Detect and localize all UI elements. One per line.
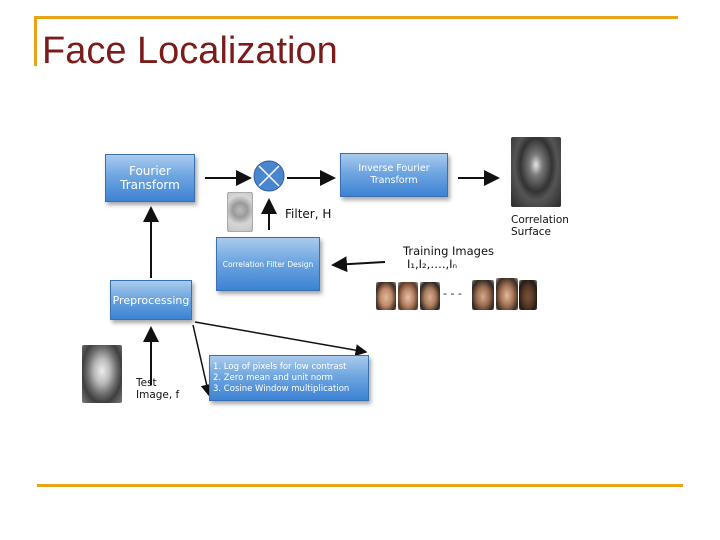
inverse-fourier-transform-box: Inverse Fourier Transform bbox=[340, 153, 448, 197]
arrow-preprocessing-to-steps-bottom bbox=[192, 324, 213, 397]
training-face-2 bbox=[398, 282, 418, 310]
test-image-line2: Image, f bbox=[136, 389, 180, 401]
top-accent-rule bbox=[34, 16, 678, 19]
preprocessing-label: Preprocessing bbox=[112, 293, 190, 307]
bottom-accent-rule bbox=[37, 484, 683, 487]
filter-label: Filter, H bbox=[285, 207, 332, 221]
arrow-training-to-filter-design bbox=[331, 256, 386, 273]
correlation-surface-line2: Surface bbox=[511, 226, 552, 238]
fourier-transform-box: Fourier Transform bbox=[105, 154, 195, 202]
training-ellipsis: - - - bbox=[443, 287, 462, 300]
fourier-transform-line1: Fourier bbox=[128, 164, 171, 178]
inverse-fourier-line1: Inverse Fourier bbox=[358, 163, 430, 174]
training-images-line1: Training Images bbox=[403, 244, 495, 258]
preprocessing-steps-box: 1. Log of pixels for low contrast 2. Zer… bbox=[209, 355, 369, 401]
correlation-surface-line1: Correlation bbox=[511, 214, 569, 226]
correlation-surface-image bbox=[511, 137, 561, 207]
training-face-1 bbox=[376, 282, 396, 310]
training-face-5 bbox=[496, 278, 518, 310]
step-1: 1. Log of pixels for low contrast bbox=[213, 361, 347, 372]
correlation-surface-label: Correlation Surface bbox=[511, 214, 569, 238]
correlation-filter-design-box: Correlation Filter Design bbox=[216, 237, 320, 291]
inverse-fourier-line2: Transform bbox=[370, 175, 418, 186]
slide-title: Face Localization bbox=[42, 30, 338, 72]
filter-image bbox=[227, 192, 253, 232]
fourier-transform-line2: Transform bbox=[120, 178, 180, 192]
test-image-label: Test Image, f bbox=[136, 377, 179, 401]
arrow-preprocessing-to-steps-top bbox=[194, 321, 368, 357]
step-2: 2. Zero mean and unit norm bbox=[213, 372, 333, 383]
test-image-line1: Test bbox=[136, 377, 157, 389]
left-accent-rule bbox=[34, 16, 37, 66]
training-images-line2: I₁,I₂,….,Iₙ bbox=[407, 257, 458, 271]
training-face-3 bbox=[420, 282, 440, 310]
step-3: 3. Cosine Window multiplication bbox=[213, 383, 350, 394]
training-face-6 bbox=[519, 280, 537, 310]
multiply-node-icon bbox=[253, 160, 285, 192]
test-face-image bbox=[82, 345, 122, 403]
training-face-4 bbox=[472, 280, 494, 310]
preprocessing-box: Preprocessing bbox=[110, 280, 192, 320]
correlation-filter-design-label: Correlation Filter Design bbox=[222, 259, 314, 269]
training-images-label: Training Images I₁,I₂,….,Iₙ bbox=[403, 245, 494, 271]
